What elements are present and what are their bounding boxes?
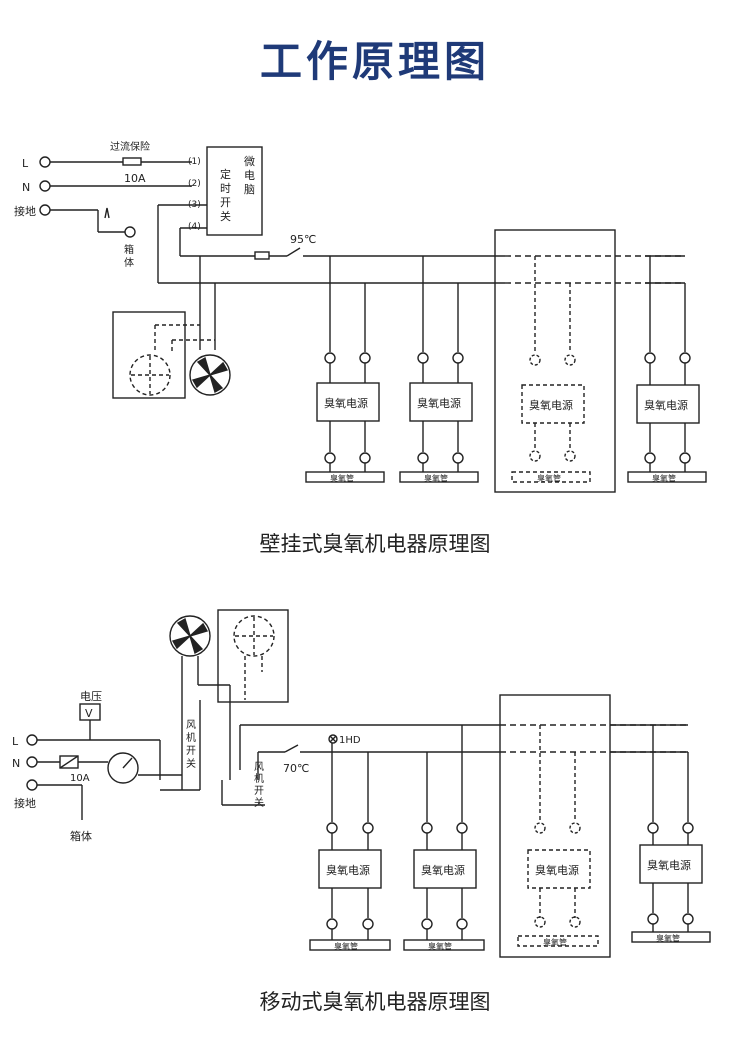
svg-text:风: 风 (186, 719, 196, 731)
mobile-gauge-icon (107, 752, 139, 784)
wall-fuse-2 (254, 251, 270, 260)
svg-text:臭氧电源: 臭氧电源 (529, 398, 573, 412)
mobile-terminal-n: N (12, 756, 38, 770)
svg-text:臭氧电源: 臭氧电源 (324, 396, 368, 410)
wall-micro-label: 微 电 脑 (244, 154, 255, 196)
svg-text:(1): (1) (188, 157, 201, 167)
mobile-optional-bay: 臭氧电源 臭氧管 (499, 694, 611, 958)
svg-text:(2): (2) (188, 179, 201, 189)
svg-text:N: N (22, 181, 30, 194)
page-title: 工作原理图 (259, 37, 490, 86)
svg-text:臭氧管: 臭氧管 (652, 473, 676, 483)
wall-terminal-ground: 接地 (14, 204, 51, 218)
wall-fan-dashed-icon (129, 354, 171, 396)
svg-text:臭氧管: 臭氧管 (543, 937, 567, 947)
svg-text:关: 关 (220, 209, 231, 223)
mobile-indicator-lamp: 1HD (328, 734, 361, 746)
svg-text:微: 微 (244, 154, 255, 168)
svg-text:定: 定 (220, 167, 231, 181)
svg-text:电: 电 (244, 169, 255, 182)
svg-text:风: 风 (254, 761, 264, 773)
mobile-voltage-label: 电压 (80, 690, 102, 703)
svg-text:臭氧电源: 臭氧电源 (421, 863, 465, 877)
mobile-fan-icon (169, 615, 211, 657)
mobile-cabinet-label: 箱体 (70, 829, 92, 843)
mobile-fan-switch-1: 风 机 开 关 (186, 719, 196, 770)
wall-thermo-label: 95℃ (290, 233, 316, 246)
svg-text:N: N (12, 757, 20, 770)
mobile-fan-dashed-icon (233, 615, 275, 657)
mobile-ozone-unit-1: 臭氧电源 臭氧管 (309, 743, 391, 951)
mobile-terminal-l: L (12, 734, 38, 748)
mobile-diagram: 电压 V L N 接地 10A 箱体 风 机 (12, 609, 711, 958)
mobile-caption: 移动式臭氧机电器原理图 (259, 990, 491, 1014)
svg-text:臭氧电源: 臭氧电源 (647, 858, 691, 872)
svg-text:臭氧电源: 臭氧电源 (644, 398, 688, 412)
svg-text:关: 关 (254, 796, 264, 809)
svg-text:机: 机 (254, 772, 264, 785)
mobile-ozone-unit-2: 臭氧电源 臭氧管 (403, 725, 485, 951)
svg-text:臭氧电源: 臭氧电源 (326, 863, 370, 877)
mobile-fan-switch-2: 风 机 开 关 (254, 761, 264, 809)
svg-text:臭氧管: 臭氧管 (428, 941, 452, 951)
wall-cabinet-label: 箱体 (124, 243, 134, 269)
wall-fuse-label: 过流保险 (110, 140, 150, 153)
svg-text:时: 时 (220, 182, 231, 195)
mobile-ozone-unit-4: 臭氧电源 臭氧管 (631, 725, 711, 943)
svg-text:L: L (12, 735, 19, 748)
svg-text:脑: 脑 (244, 183, 255, 196)
wall-ozone-unit-1: 臭氧电源 臭氧管 (305, 256, 385, 483)
svg-text:臭氧管: 臭氧管 (330, 473, 354, 483)
wall-fan-housing (112, 311, 186, 399)
svg-text:接地: 接地 (14, 205, 36, 218)
svg-text:机: 机 (186, 731, 196, 744)
svg-text:臭氧管: 臭氧管 (656, 933, 680, 943)
svg-text:臭氧电源: 臭氧电源 (417, 396, 461, 410)
wall-caption: 壁挂式臭氧机电器原理图 (259, 532, 491, 556)
wall-current-label: 10A (124, 172, 146, 185)
mobile-fan-housing (217, 609, 289, 703)
svg-text:1HD: 1HD (339, 735, 361, 746)
mobile-current-label: 10A (70, 773, 90, 784)
wall-optional-bay: 臭氧电源 臭氧管 (494, 229, 616, 493)
wall-ozone-unit-4: 臭氧电源 臭氧管 (627, 256, 707, 483)
svg-text:臭氧管: 臭氧管 (537, 473, 561, 483)
svg-text:臭氧电源: 臭氧电源 (535, 863, 579, 877)
svg-text:臭氧管: 臭氧管 (334, 941, 358, 951)
wall-diagram: L N 接地 过流保险 10A 箱体 (1) (2) (3) (4) 定 时 开 (14, 140, 707, 493)
svg-text:臭氧管: 臭氧管 (424, 473, 448, 483)
svg-text:开: 开 (220, 196, 231, 209)
svg-text:L: L (22, 157, 29, 170)
svg-text:(4): (4) (188, 222, 201, 232)
mobile-terminal-ground: 接地 (14, 779, 38, 810)
wall-terminal-n: N (22, 180, 51, 194)
svg-text:开: 开 (254, 786, 264, 797)
wall-fan-icon (189, 354, 231, 396)
wall-controller-box (206, 146, 263, 236)
wall-ozone-unit-2: 臭氧电源 臭氧管 (399, 256, 479, 483)
svg-text:开: 开 (186, 746, 196, 757)
svg-text:接地: 接地 (14, 797, 36, 810)
wall-timer-label: 定 时 开 关 (220, 167, 231, 223)
wall-terminal-l: L (22, 156, 51, 170)
svg-text:V: V (85, 707, 93, 720)
svg-text:关: 关 (186, 757, 196, 770)
wall-fuse (122, 157, 142, 166)
mobile-thermo-label: 70℃ (283, 762, 309, 775)
